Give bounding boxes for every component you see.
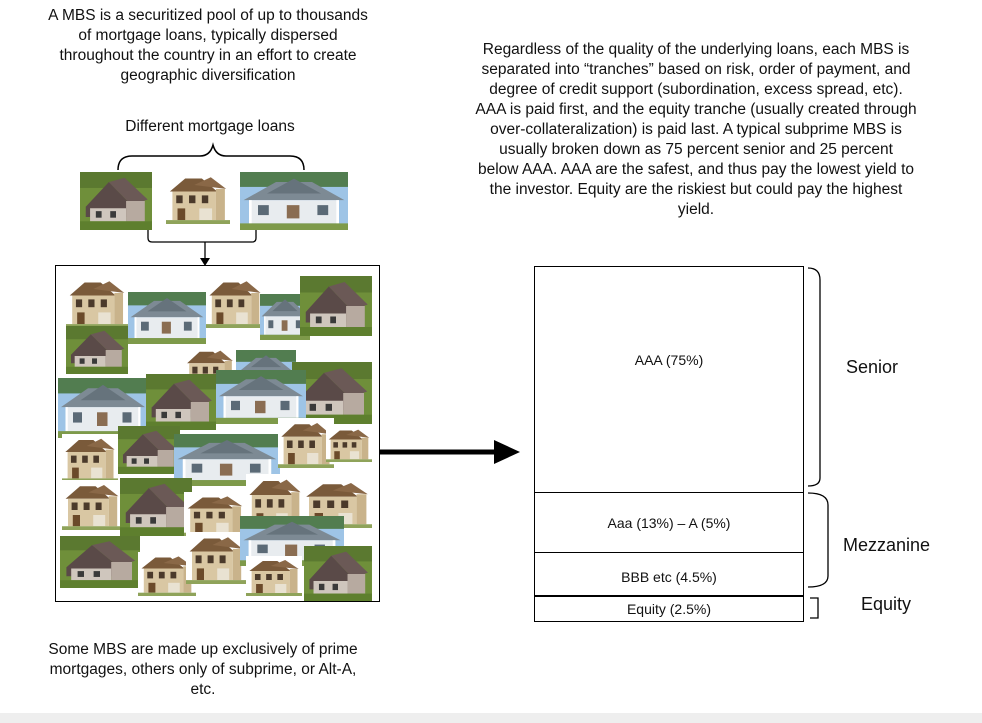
desc-line: usually broken down as 75 percent senior… (499, 141, 893, 158)
desc-line: below AAA. AAA are the safest, and thus … (478, 161, 914, 178)
house-image (300, 276, 372, 336)
intro-text: A MBS is a securitized pool of up to tho… (18, 6, 398, 86)
house-image (216, 370, 306, 424)
house-image (246, 556, 302, 596)
senior-brace (807, 267, 821, 487)
desc-line: yield. (677, 201, 715, 218)
house-image (66, 276, 128, 328)
house-image (138, 552, 196, 596)
intro-line: throughout the country in an effort to c… (59, 47, 357, 64)
tranche-aaa-to-a-label: Aaa (13%) – A (5%) (607, 515, 731, 531)
house-image (278, 418, 334, 468)
note-line: Some MBS are made up exclusively of prim… (48, 641, 358, 658)
house-image (80, 172, 152, 230)
intro-line: A MBS is a securitized pool of up to tho… (48, 7, 368, 24)
bottom-strip (0, 713, 982, 723)
mbs-pool (55, 265, 380, 602)
note-line: etc. (190, 681, 216, 698)
equity-group-label: Equity (861, 594, 912, 614)
house-image (128, 292, 206, 344)
tranche-aaa-to-a: Aaa (13%) – A (5%) (534, 492, 804, 554)
house-image (326, 426, 372, 462)
house-image (166, 172, 230, 224)
desc-line: over-collateralization) is paid last. A … (490, 121, 902, 138)
mezzanine-brace (807, 492, 829, 588)
intro-line: geographic diversification (120, 67, 296, 84)
desc-line: AAA is paid first, and the equity tranch… (475, 101, 917, 118)
house-image (184, 492, 246, 536)
bottom-note: Some MBS are made up exclusively of prim… (18, 640, 388, 700)
pool-to-tranche-arrowhead (494, 440, 520, 464)
note-line: mortgages, others only of subprime, or A… (49, 661, 357, 678)
loans-bracket (147, 230, 257, 243)
tranche-aaa: AAA (75%) (534, 266, 804, 494)
house-image (62, 480, 122, 530)
tranche-bbb-label: BBB etc (4.5%) (621, 569, 717, 585)
house-image (66, 326, 128, 374)
tranche-equity-label: Equity (2.5%) (626, 601, 712, 617)
equity-bracket (810, 597, 819, 619)
house-image (60, 536, 140, 588)
intro-line: of mortgage loans, typically dispersed (78, 27, 338, 44)
tranche-description: Regardless of the quality of the underly… (436, 40, 956, 220)
house-image (118, 426, 180, 474)
desc-line: the investor. Equity are the riskiest bu… (489, 181, 903, 198)
desc-line: Regardless of the quality of the underly… (482, 41, 910, 58)
desc-line: degree of credit support (subordination,… (489, 81, 903, 98)
different-loans-label: Different mortgage loans (125, 118, 295, 135)
down-arrowhead (200, 258, 210, 266)
house-image (62, 434, 118, 482)
mezzanine-label: Mezzanine (843, 535, 931, 555)
house-image (240, 172, 348, 230)
senior-label: Senior (846, 357, 899, 377)
tranche-bbb: BBB etc (4.5%) (534, 552, 804, 596)
desc-line: separated into “tranches” based on risk,… (481, 61, 911, 78)
house-image (146, 374, 216, 430)
house-image (120, 478, 192, 536)
house-image (174, 434, 280, 486)
house-image (186, 532, 246, 584)
tranche-aaa-label: AAA (75%) (634, 352, 704, 368)
house-image (304, 546, 372, 601)
house-image (206, 276, 264, 328)
loans-brace (117, 142, 305, 171)
tranche-equity: Equity (2.5%) (534, 596, 804, 622)
